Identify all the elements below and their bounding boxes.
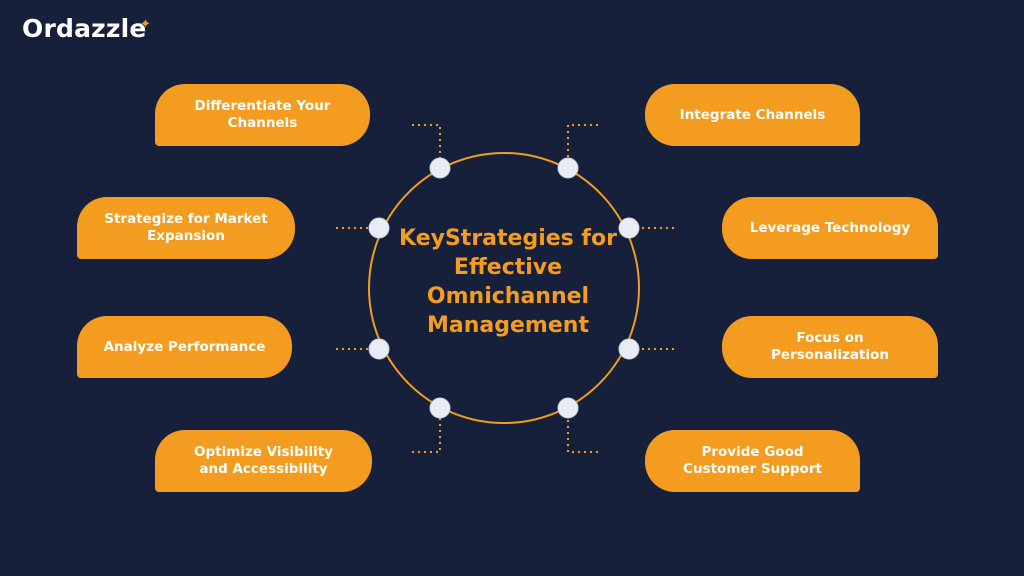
strategy-leverage: Leverage Technology xyxy=(722,197,938,259)
ring-node-strategize xyxy=(368,217,390,239)
strategy-analyze: Analyze Performance xyxy=(77,316,292,378)
strategy-differentiate: Differentiate Your Channels xyxy=(155,84,370,146)
ring-node-leverage xyxy=(618,217,640,239)
connector-optimize xyxy=(412,415,441,453)
ring-node-optimize xyxy=(429,397,451,419)
ring-node-analyze xyxy=(368,338,390,360)
strategy-integrate: Integrate Channels xyxy=(645,84,860,146)
ring-node-integrate xyxy=(557,157,579,179)
connector-support xyxy=(567,415,598,453)
brand-logo: Ordazzle xyxy=(22,14,147,43)
connector-differentiate xyxy=(412,124,441,160)
strategy-optimize: Optimize Visibility and Accessibility xyxy=(155,430,372,492)
ring-node-support xyxy=(557,397,579,419)
connector-integrate xyxy=(567,124,598,160)
sparkle-icon: ✦ xyxy=(140,17,151,32)
connector-lines xyxy=(336,124,676,453)
strategy-support: Provide Good Customer Support xyxy=(645,430,860,492)
strategy-strategize: Strategize for Market Expansion xyxy=(77,197,295,259)
ring-node-differentiate xyxy=(429,157,451,179)
center-ring xyxy=(368,152,640,424)
strategy-personalize: Focus on Personalization xyxy=(722,316,938,378)
ring-node-personalize xyxy=(618,338,640,360)
center-title: KeyStrategies for Effective Omnichannel … xyxy=(399,226,617,338)
